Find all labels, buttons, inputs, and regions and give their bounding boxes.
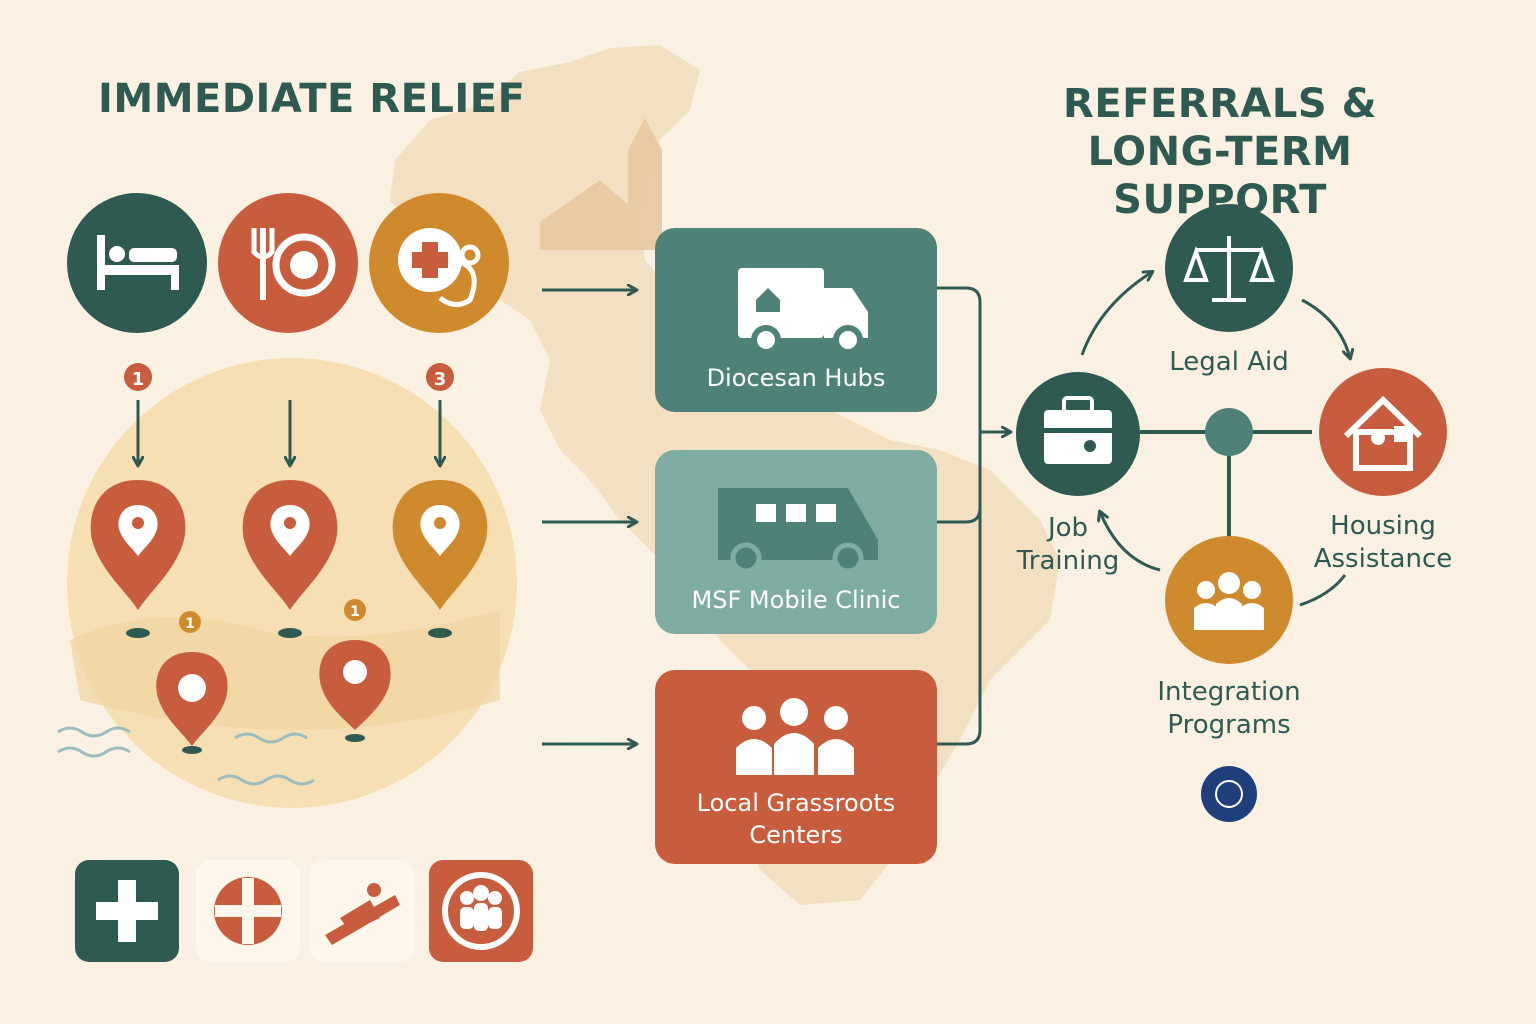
church-silhouette: [540, 118, 662, 250]
caritas-flame-logo: [196, 860, 300, 962]
grassroots-centers-card: [655, 670, 937, 864]
label-line: Assistance: [1313, 544, 1453, 574]
integration-node: [1165, 536, 1293, 664]
fork-plate-icon: [218, 193, 358, 333]
title-line: LONG-TERM SUPPORT: [1087, 129, 1353, 223]
small-step-badge: 1: [179, 611, 201, 633]
flow-arrow: [1080, 272, 1152, 356]
svg-text:1: 1: [350, 604, 360, 620]
small-step-badge: 1: [344, 599, 366, 621]
housing-node: [1319, 368, 1447, 496]
title-line: REFERRALS &: [1063, 81, 1377, 127]
bed-icon: [67, 193, 207, 333]
step-badge-1: 1: [124, 363, 152, 391]
grassroots-centers-label: Local Grassroots Centers: [655, 787, 937, 851]
job-training-node: [1016, 372, 1140, 496]
van-icon: [718, 488, 878, 574]
label-line: Centers: [749, 821, 843, 849]
location-pin-icon: [156, 652, 228, 754]
step-badge-3: 3: [426, 363, 454, 391]
svg-text:3: 3: [434, 369, 447, 390]
bracket-connector: [937, 286, 982, 746]
housing-assistance-label: Housing Assistance: [1298, 510, 1468, 576]
label-line: Integration: [1157, 677, 1301, 707]
house-key-icon: [1343, 395, 1423, 471]
scales-icon: [1183, 236, 1275, 302]
flow-arrow: [1299, 574, 1347, 607]
label-line: Job: [1047, 513, 1089, 543]
flow-arrow: [1100, 512, 1161, 572]
label-line: Housing: [1330, 511, 1436, 541]
group-icon: [1194, 572, 1264, 630]
label-line: Local Grassroots: [696, 789, 896, 817]
flow-arrow: [1301, 298, 1350, 358]
location-pin-icon: [90, 480, 186, 638]
truck-icon: [738, 268, 868, 355]
label-line: Training: [1016, 546, 1120, 576]
people-icon: [736, 698, 854, 775]
msf-mobile-clinic-card: [655, 450, 937, 634]
network-hub-dot: [1205, 408, 1253, 456]
community-logo: [429, 860, 533, 962]
location-pin-icon: [319, 640, 391, 742]
diocesan-hubs-card: [655, 228, 937, 412]
svg-text:1: 1: [132, 369, 145, 390]
svg-text:1: 1: [185, 616, 195, 632]
location-pin-icon: [242, 480, 338, 638]
sea-waves: [57, 726, 315, 786]
integration-programs-label: Integration Programs: [1119, 676, 1339, 742]
location-pin-icon: [392, 480, 488, 638]
navy-dot-icon: [1201, 766, 1257, 822]
immediate-relief-title: IMMEDIATE RELIEF: [98, 76, 526, 122]
briefcase-icon: [1044, 396, 1112, 464]
label-line: Programs: [1167, 710, 1291, 740]
legal-aid-node: [1165, 204, 1293, 332]
msf-runner-logo: [310, 860, 414, 962]
msf-mobile-clinic-label: MSF Mobile Clinic: [691, 586, 901, 614]
legal-aid-label: Legal Aid: [1169, 347, 1289, 377]
medical-cross-icon: [369, 193, 509, 333]
diocesan-hubs-label: Diocesan Hubs: [706, 364, 886, 392]
job-training-label: Job Training: [1000, 512, 1136, 578]
long-term-support-title: REFERRALS & LONG-TERM SUPPORT: [975, 80, 1465, 224]
caritas-cross-logo: [75, 860, 179, 962]
